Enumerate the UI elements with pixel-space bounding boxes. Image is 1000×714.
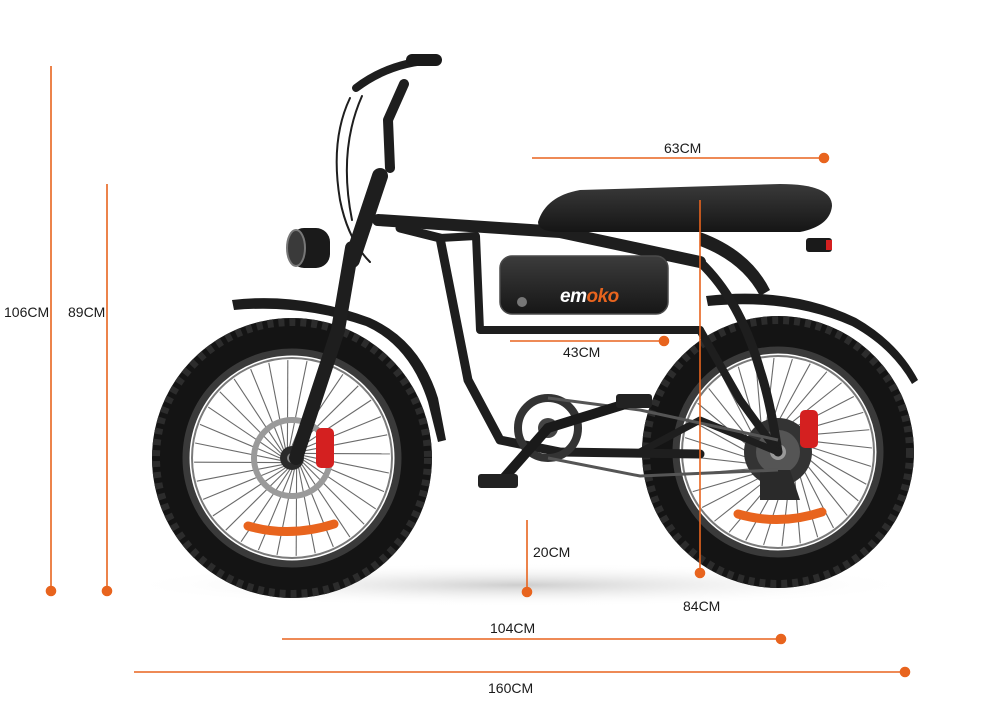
label-seat-height: 89CM [68, 304, 106, 320]
label-ground-clearance: 20CM [533, 544, 571, 560]
headlight [286, 228, 330, 268]
seat [538, 184, 832, 232]
label-seat-length: 63CM [664, 140, 702, 156]
label-battery-length: 43CM [563, 344, 601, 360]
rear-brake-caliper [800, 410, 818, 448]
label-total-length: 160CM [488, 680, 534, 696]
brand-logo-part1: em [560, 286, 587, 307]
chain [547, 396, 779, 478]
handlebar-grip [406, 54, 442, 66]
brand-logo-part2: oko [586, 286, 619, 307]
rear-derailleur [760, 470, 800, 500]
drivetrain [478, 394, 779, 488]
pedal-rear [616, 394, 652, 408]
front-wheel-reflector [243, 519, 339, 536]
brand-logo: emoko [560, 286, 619, 308]
rear-wheel-reflector [733, 507, 827, 524]
label-rear-height: 84CM [683, 598, 721, 614]
label-total-height: 106CM [4, 304, 50, 320]
tail-light [806, 238, 832, 252]
battery [499, 255, 669, 315]
battery-lock-icon [517, 297, 527, 307]
pedal [478, 474, 518, 488]
dimension-lines [45, 66, 911, 678]
seat-rear-support [700, 232, 770, 296]
front-brake-caliper [316, 428, 334, 468]
crank-arm [499, 423, 553, 483]
label-wheelbase: 104CM [490, 620, 536, 636]
front-fender [232, 298, 446, 442]
